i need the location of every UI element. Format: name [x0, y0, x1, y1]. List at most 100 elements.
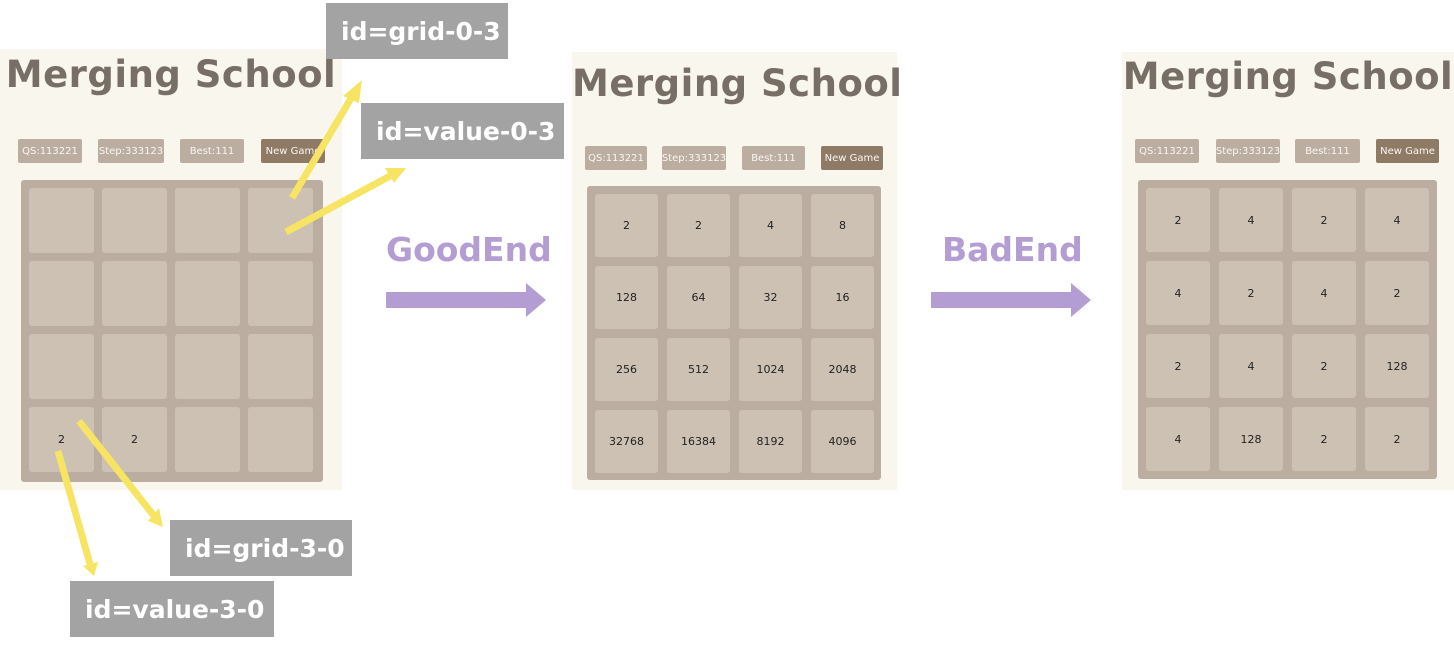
grid-cell-3-1: 2: [102, 407, 167, 472]
grid-cell-2-1: 4: [1219, 334, 1283, 398]
grid-cell-0-2: [175, 188, 240, 253]
cell-value-3-3: 2: [1393, 432, 1401, 446]
game-title: Merging School: [5, 53, 337, 96]
grid-cell-0-1: [102, 188, 167, 253]
grid-cell-1-1: [102, 261, 167, 326]
grid-cell-0-3: [248, 188, 313, 253]
grid-cell-2-3: 128: [1365, 334, 1429, 398]
qs-score-badge: QS:113221: [18, 139, 82, 163]
grid-cell-3-3: 4096: [811, 410, 874, 473]
callout-value-0-3: id=value-0-3: [361, 103, 564, 159]
game-board: 2 2 4 8 128 64 32 16 256 512 1024 2048 32768 16384 819…: [587, 186, 881, 480]
grid-cell-1-0: [29, 261, 94, 326]
qs-score-badge: QS:113221: [585, 146, 647, 170]
grid-cell-0-2: 2: [1292, 188, 1356, 252]
grid-cell-2-0: 2: [1146, 334, 1210, 398]
cell-value-3-0: 4: [1174, 432, 1182, 446]
grid-cell-0-3: 4: [1365, 188, 1429, 252]
cell-value-2-0: 2: [1174, 359, 1182, 373]
cell-value-1-3: 16: [835, 291, 850, 304]
grid-cell-3-0: 4: [1146, 407, 1210, 471]
pointer-head-value-3-0: [83, 562, 98, 576]
grid-cell-0-0: 2: [595, 194, 658, 257]
grid-cell-2-0: 256: [595, 338, 658, 401]
grid-cell-1-0: 4: [1146, 261, 1210, 325]
cell-value-0-2: 2: [1320, 213, 1328, 227]
grid-cell-1-2: 4: [1292, 261, 1356, 325]
grid-cell-2-2: [175, 334, 240, 399]
grid-cell-0-2: 4: [739, 194, 802, 257]
game-title: Merging School: [1122, 55, 1454, 98]
step-counter-badge: Step:333123: [662, 146, 726, 170]
grid-cell-1-1: 64: [667, 266, 730, 329]
bad-end-label: BadEnd: [942, 230, 1083, 269]
grid-cell-2-3: 2048: [811, 338, 874, 401]
grid-cell-3-3: 2: [1365, 407, 1429, 471]
cell-value-0-0: 2: [1174, 213, 1182, 227]
cell-value-0-3: 8: [839, 219, 846, 232]
cell-value-2-2: 1024: [756, 363, 785, 376]
cell-value-0-1: 2: [695, 219, 702, 232]
grid-cell-1-3: 2: [1365, 261, 1429, 325]
cell-value-3-1: 128: [1240, 432, 1262, 446]
bad-end-panel: Merging School QS:113221 Step:333123 Bes…: [1122, 52, 1454, 490]
good-end-panel: Merging School QS:113221 Step:333123 Bes…: [572, 52, 903, 490]
cell-value-0-0: 2: [623, 219, 630, 232]
grid-cell-3-0: 2: [29, 407, 94, 472]
grid-cell-1-2: [175, 261, 240, 326]
cell-value-3-1: 16384: [681, 435, 716, 448]
step-counter-badge: Step:333123: [1216, 139, 1280, 163]
grid-cell-0-0: [29, 188, 94, 253]
grid-cell-3-2: 8192: [739, 410, 802, 473]
grid-cell-0-0: 2: [1146, 188, 1210, 252]
grid-cell-3-2: [175, 407, 240, 472]
cell-value-1-2: 32: [763, 291, 778, 304]
callout-grid-3-0: id=grid-3-0: [170, 520, 352, 576]
new-game-button[interactable]: New Game: [261, 139, 325, 163]
grid-cell-3-0: 32768: [595, 410, 658, 473]
cell-value-1-3: 2: [1393, 286, 1401, 300]
grid-cell-2-3: [248, 334, 313, 399]
cell-value-2-3: 2048: [828, 363, 857, 376]
grid-cell-3-2: 2: [1292, 407, 1356, 471]
grid-cell-2-1: [102, 334, 167, 399]
cell-value-3-0: 2: [58, 433, 65, 446]
grid-cell-2-1: 512: [667, 338, 730, 401]
best-score-badge: Best:111: [180, 139, 244, 163]
grid-cell-3-1: 128: [1219, 407, 1283, 471]
cell-value-3-3: 4096: [828, 435, 857, 448]
cell-value-2-1: 4: [1247, 359, 1255, 373]
new-game-button[interactable]: New Game: [821, 146, 883, 170]
cell-value-3-1: 2: [131, 433, 138, 446]
callout-grid-0-3: id=grid-0-3: [326, 3, 508, 59]
cell-value-2-2: 2: [1320, 359, 1328, 373]
grid-cell-1-1: 2: [1219, 261, 1283, 325]
step-counter-badge: Step:333123: [98, 139, 164, 163]
grid-cell-0-1: 4: [1219, 188, 1283, 252]
pointer-head-grid-0-3: [343, 80, 362, 103]
grid-cell-1-2: 32: [739, 266, 802, 329]
grid-cell-2-2: 2: [1292, 334, 1356, 398]
cell-value-1-0: 128: [616, 291, 637, 304]
cell-value-0-3: 4: [1393, 213, 1401, 227]
grid-cell-1-0: 128: [595, 266, 658, 329]
cell-value-2-3: 128: [1386, 359, 1408, 373]
cell-value-1-0: 4: [1174, 286, 1182, 300]
good-end-arrow-icon: [386, 283, 546, 317]
grid-cell-0-1: 2: [667, 194, 730, 257]
grid-cell-1-3: [248, 261, 313, 326]
cell-value-2-0: 256: [616, 363, 637, 376]
grid-cell-3-3: [248, 407, 313, 472]
cell-value-3-2: 2: [1320, 432, 1328, 446]
initial-state-panel: Merging School QS:113221 Step:333123 Bes…: [0, 49, 342, 490]
cell-value-2-1: 512: [688, 363, 709, 376]
bad-end-arrow-icon: [931, 283, 1091, 317]
game-title: Merging School: [572, 62, 903, 105]
pointer-head-grid-3-0: [148, 508, 163, 527]
good-end-label: GoodEnd: [386, 230, 552, 269]
callout-value-3-0: id=value-3-0: [70, 581, 274, 637]
new-game-button[interactable]: New Game: [1376, 139, 1439, 163]
grid-cell-2-2: 1024: [739, 338, 802, 401]
